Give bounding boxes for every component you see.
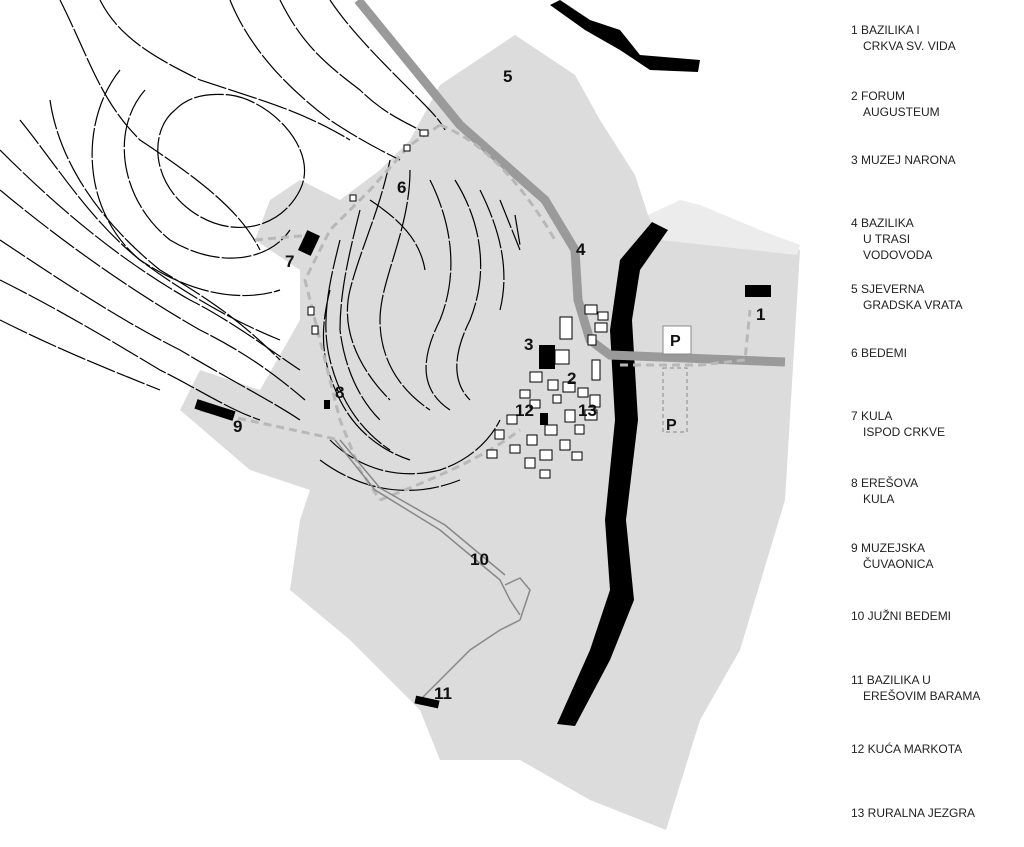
legend-item-5: 5 SJEVERNA GRADSKA VRATA [851,281,963,313]
legend-item-8: 8 EREŠOVA KULA [851,475,918,507]
main-road [354,0,786,367]
legend-item-3: 3 MUZEJ NARONA [851,152,956,168]
marker-12: 12 [515,401,534,420]
land-area-east [648,200,800,255]
legend-line: 2 FORUM [851,89,905,103]
legend-line: 7 KULA [851,409,893,423]
legend-line: 1 BAZILIKA I [851,23,920,37]
marker-1: 1 [756,305,765,324]
southern-wall [334,439,531,701]
marker-11: 11 [434,684,452,703]
legend-line: 12 KUĆA MARKOTA [851,742,963,756]
parking-label-2: P [666,417,677,434]
legend-item-7: 7 KULA ISPOD CRKVE [851,408,945,440]
legend-line: ČUVAONICA [863,557,934,571]
legend-item-10: 10 JUŽNI BEDEMI [851,608,951,624]
marker-2: 2 [567,369,576,388]
legend-item-13: 13 RURALNA JEZGRA [851,805,975,821]
legend-line: 5 SJEVERNA [851,282,925,296]
legend-line: CRKVA SV. VIDA [863,39,956,53]
marker-5: 5 [503,67,512,86]
legend-line: 11 BAZILIKA U [851,673,931,687]
legend-line: 8 EREŠOVA [851,476,919,490]
legend-item-11: 11 BAZILIKA U EREŠOVIM BARAMA [851,672,980,704]
legend-line: KULA [863,492,895,506]
legend-line: AUGUSTEUM [863,105,940,119]
marker-7: 7 [285,252,294,271]
marker-8: 8 [335,383,344,402]
legend-line: 9 MUZEJSKA [851,541,926,555]
legend-item-1: 1 BAZILIKA I CRKVA SV. VIDA [851,22,956,54]
legend-line: 13 RURALNA JEZGRA [851,806,976,820]
marker-10: 10 [470,550,489,569]
legend-item-4: 4 BAZILIKA U TRASI VODOVODA [851,215,932,263]
legend-item-6: 6 BEDEMI [851,345,907,361]
river [557,222,668,726]
legend-line: 4 BAZILIKA [851,216,914,230]
legend-line: GRADSKA VRATA [863,298,963,312]
river-north [550,0,700,72]
legend-line: U TRASI [863,232,911,246]
buildings [194,129,771,709]
legend-item-9: 9 MUZEJSKA ČUVAONICA [851,540,933,572]
legend-item-12: 12 KUĆA MARKOTA [851,741,962,757]
legend: 1 BAZILIKA I CRKVA SV. VIDA 2 FORUM AUGU… [851,0,1024,847]
parking-label-1: P [670,333,681,350]
legend-line: 10 JUŽNI BEDEMI [851,609,952,623]
marker-6: 6 [397,178,406,197]
wall-paths [199,123,752,502]
legend-line: 6 BEDEMI [851,346,908,360]
legend-item-2: 2 FORUM AUGUSTEUM [851,88,940,120]
parking-box-1 [662,325,692,355]
marker-4: 4 [576,240,586,259]
parking-box-2 [662,367,688,433]
legend-line: 3 MUZEJ NARONA [851,153,956,167]
contour-lines [0,0,521,491]
legend-line: ISPOD CRKVE [863,425,946,439]
legend-line: EREŠOVIM BARAMA [863,689,981,703]
legend-line: VODOVODA [863,248,933,262]
marker-9: 9 [233,417,242,436]
marker-3: 3 [524,335,533,354]
marker-13: 13 [578,401,597,420]
